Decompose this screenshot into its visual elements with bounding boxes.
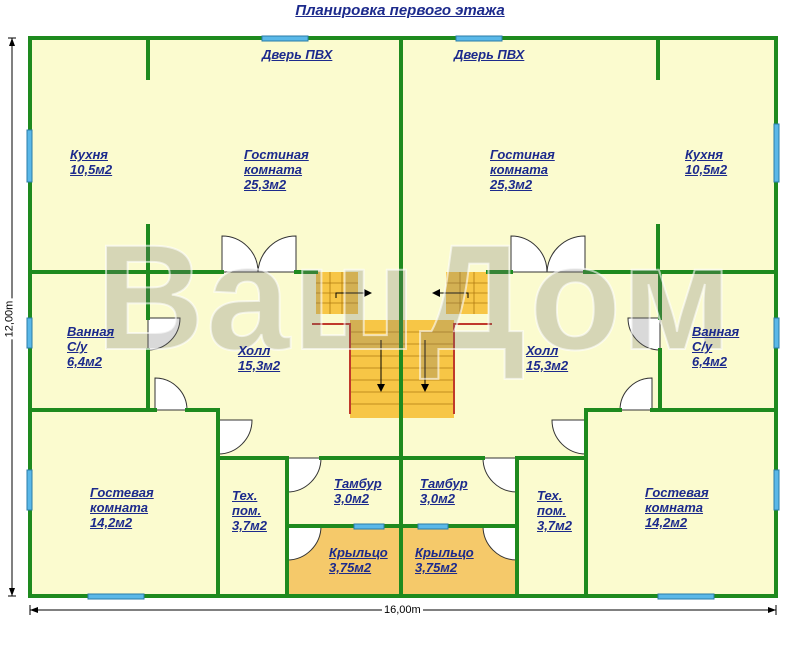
door-label-right: Дверь ПВХ	[454, 47, 525, 62]
walls	[28, 36, 778, 598]
room-tech-left: Тех.пом.3,7м2	[232, 488, 267, 533]
door-swings	[147, 235, 661, 561]
windows	[26, 35, 780, 600]
height-dimension: 12,00m	[3, 298, 16, 340]
room-tech-right: Тех.пом.3,7м2	[537, 488, 572, 533]
width-dimension: 16,00m	[382, 604, 423, 616]
plan-title: Планировка первого этажа	[295, 2, 505, 19]
door-label-left: Дверь ПВХ	[262, 47, 333, 62]
